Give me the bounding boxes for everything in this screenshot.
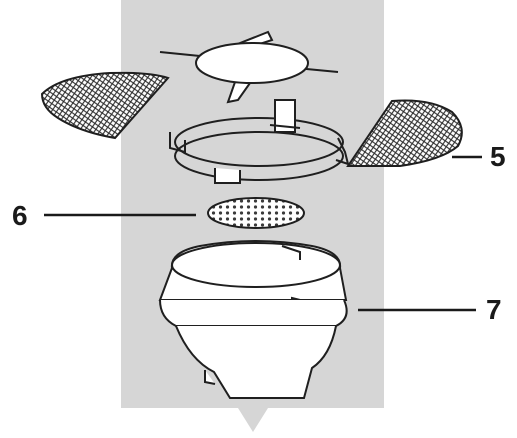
right-grate-half [346, 99, 463, 167]
part-label-7: 7 [486, 294, 502, 325]
perforated-plate [207, 197, 305, 229]
ring-frame [169, 99, 350, 184]
part-label-6: 6 [12, 200, 28, 231]
firebox-bowl [158, 240, 348, 399]
part-label-5: 5 [490, 141, 506, 172]
left-grate-half [40, 71, 170, 140]
top-disc-support [159, 30, 339, 104]
